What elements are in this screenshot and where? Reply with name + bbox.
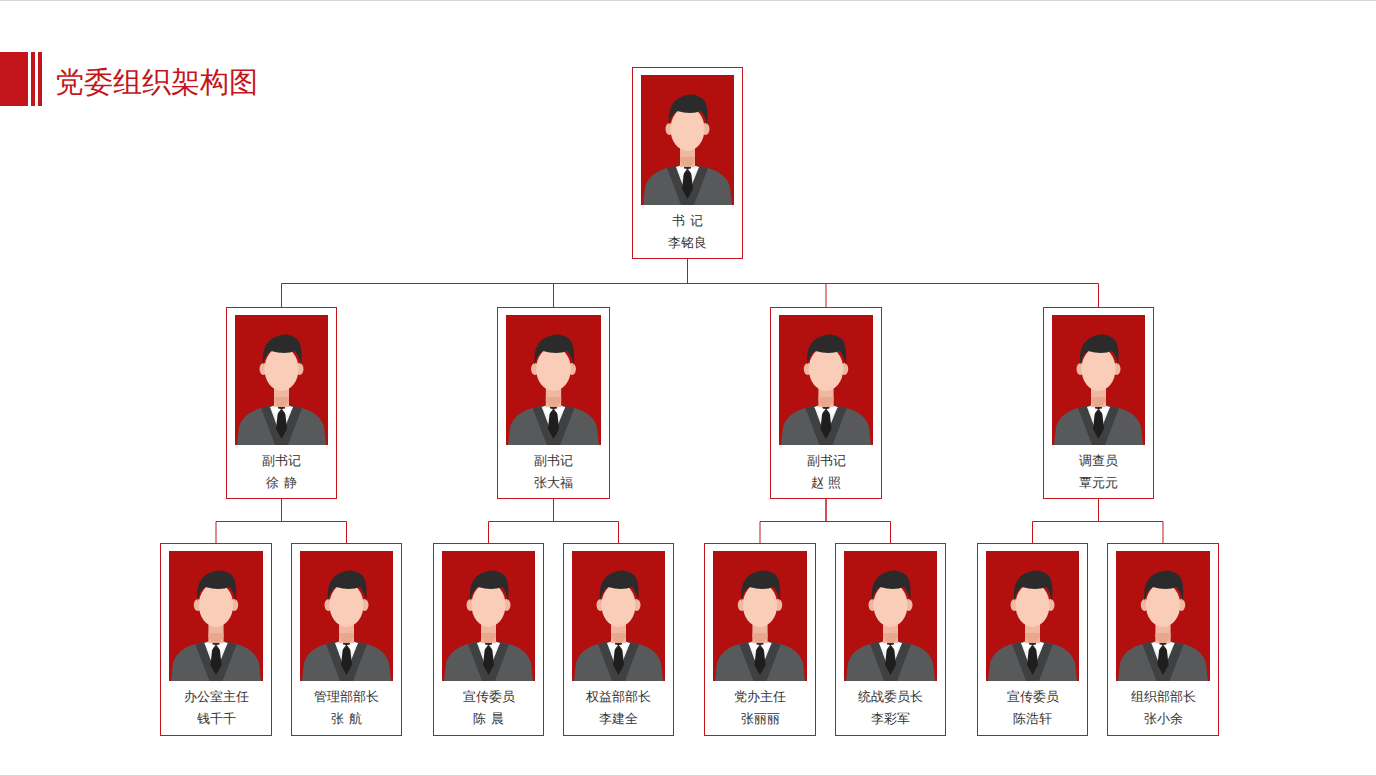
position-label: 调查员 <box>1044 450 1153 472</box>
avatar-photo <box>235 315 328 445</box>
position-label: 办公室主任 <box>161 686 271 708</box>
member-card: 副书记张大福 <box>497 307 610 499</box>
person-name: 钱千千 <box>161 708 271 730</box>
position-label: 宣传委员 <box>978 686 1087 708</box>
org-connector <box>760 499 826 543</box>
org-connector <box>282 259 688 307</box>
member-card: 宣传委员陈 晨 <box>433 543 544 736</box>
position-label: 党办主任 <box>705 686 815 708</box>
position-label: 组织部部长 <box>1108 686 1218 708</box>
avatar-photo <box>1116 551 1210 681</box>
person-name: 张小余 <box>1108 708 1218 730</box>
org-connector <box>826 499 891 543</box>
person-name: 覃元元 <box>1044 472 1153 494</box>
avatar-photo <box>713 551 807 681</box>
avatar-photo <box>300 551 393 681</box>
avatar-photo <box>844 551 937 681</box>
person-name: 陈 晨 <box>434 708 543 730</box>
org-connector <box>554 259 688 307</box>
org-connector <box>1033 499 1099 543</box>
org-connector <box>1099 499 1164 543</box>
member-card: 权益部部长李建全 <box>563 543 674 736</box>
avatar-photo <box>1052 315 1145 445</box>
person-name: 徐 静 <box>227 472 336 494</box>
person-name: 陈浩轩 <box>978 708 1087 730</box>
person-name: 赵 照 <box>771 472 881 494</box>
org-connector <box>216 499 282 543</box>
page-title: 党委组织架构图 <box>55 62 258 102</box>
member-card: 调查员覃元元 <box>1043 307 1154 499</box>
avatar-photo <box>779 315 873 445</box>
avatar-photo <box>506 315 601 445</box>
member-card: 书 记李铭良 <box>632 67 743 259</box>
avatar-photo <box>442 551 535 681</box>
position-label: 书 记 <box>633 210 742 232</box>
position-label: 副书记 <box>771 450 881 472</box>
member-card: 统战委员长李彩军 <box>835 543 946 736</box>
member-card: 副书记赵 照 <box>770 307 882 499</box>
org-connector <box>554 499 619 543</box>
avatar-photo <box>986 551 1079 681</box>
person-name: 李彩军 <box>836 708 945 730</box>
position-label: 宣传委员 <box>434 686 543 708</box>
org-connector <box>688 259 1099 307</box>
member-card: 党办主任张丽丽 <box>704 543 816 736</box>
person-name: 张丽丽 <box>705 708 815 730</box>
position-label: 统战委员长 <box>836 686 945 708</box>
position-label: 管理部部长 <box>292 686 401 708</box>
avatar-photo <box>169 551 263 681</box>
position-label: 副书记 <box>498 450 609 472</box>
position-label: 权益部部长 <box>564 686 673 708</box>
org-connector <box>282 499 347 543</box>
org-connector <box>489 499 554 543</box>
member-card: 管理部部长张 航 <box>291 543 402 736</box>
member-card: 副书记徐 静 <box>226 307 337 499</box>
member-card: 宣传委员陈浩轩 <box>977 543 1088 736</box>
person-name: 李铭良 <box>633 232 742 254</box>
person-name: 张 航 <box>292 708 401 730</box>
member-card: 组织部部长张小余 <box>1107 543 1219 736</box>
avatar-photo <box>572 551 665 681</box>
member-card: 办公室主任钱千千 <box>160 543 272 736</box>
person-name: 张大福 <box>498 472 609 494</box>
person-name: 李建全 <box>564 708 673 730</box>
avatar-photo <box>641 75 734 205</box>
position-label: 副书记 <box>227 450 336 472</box>
